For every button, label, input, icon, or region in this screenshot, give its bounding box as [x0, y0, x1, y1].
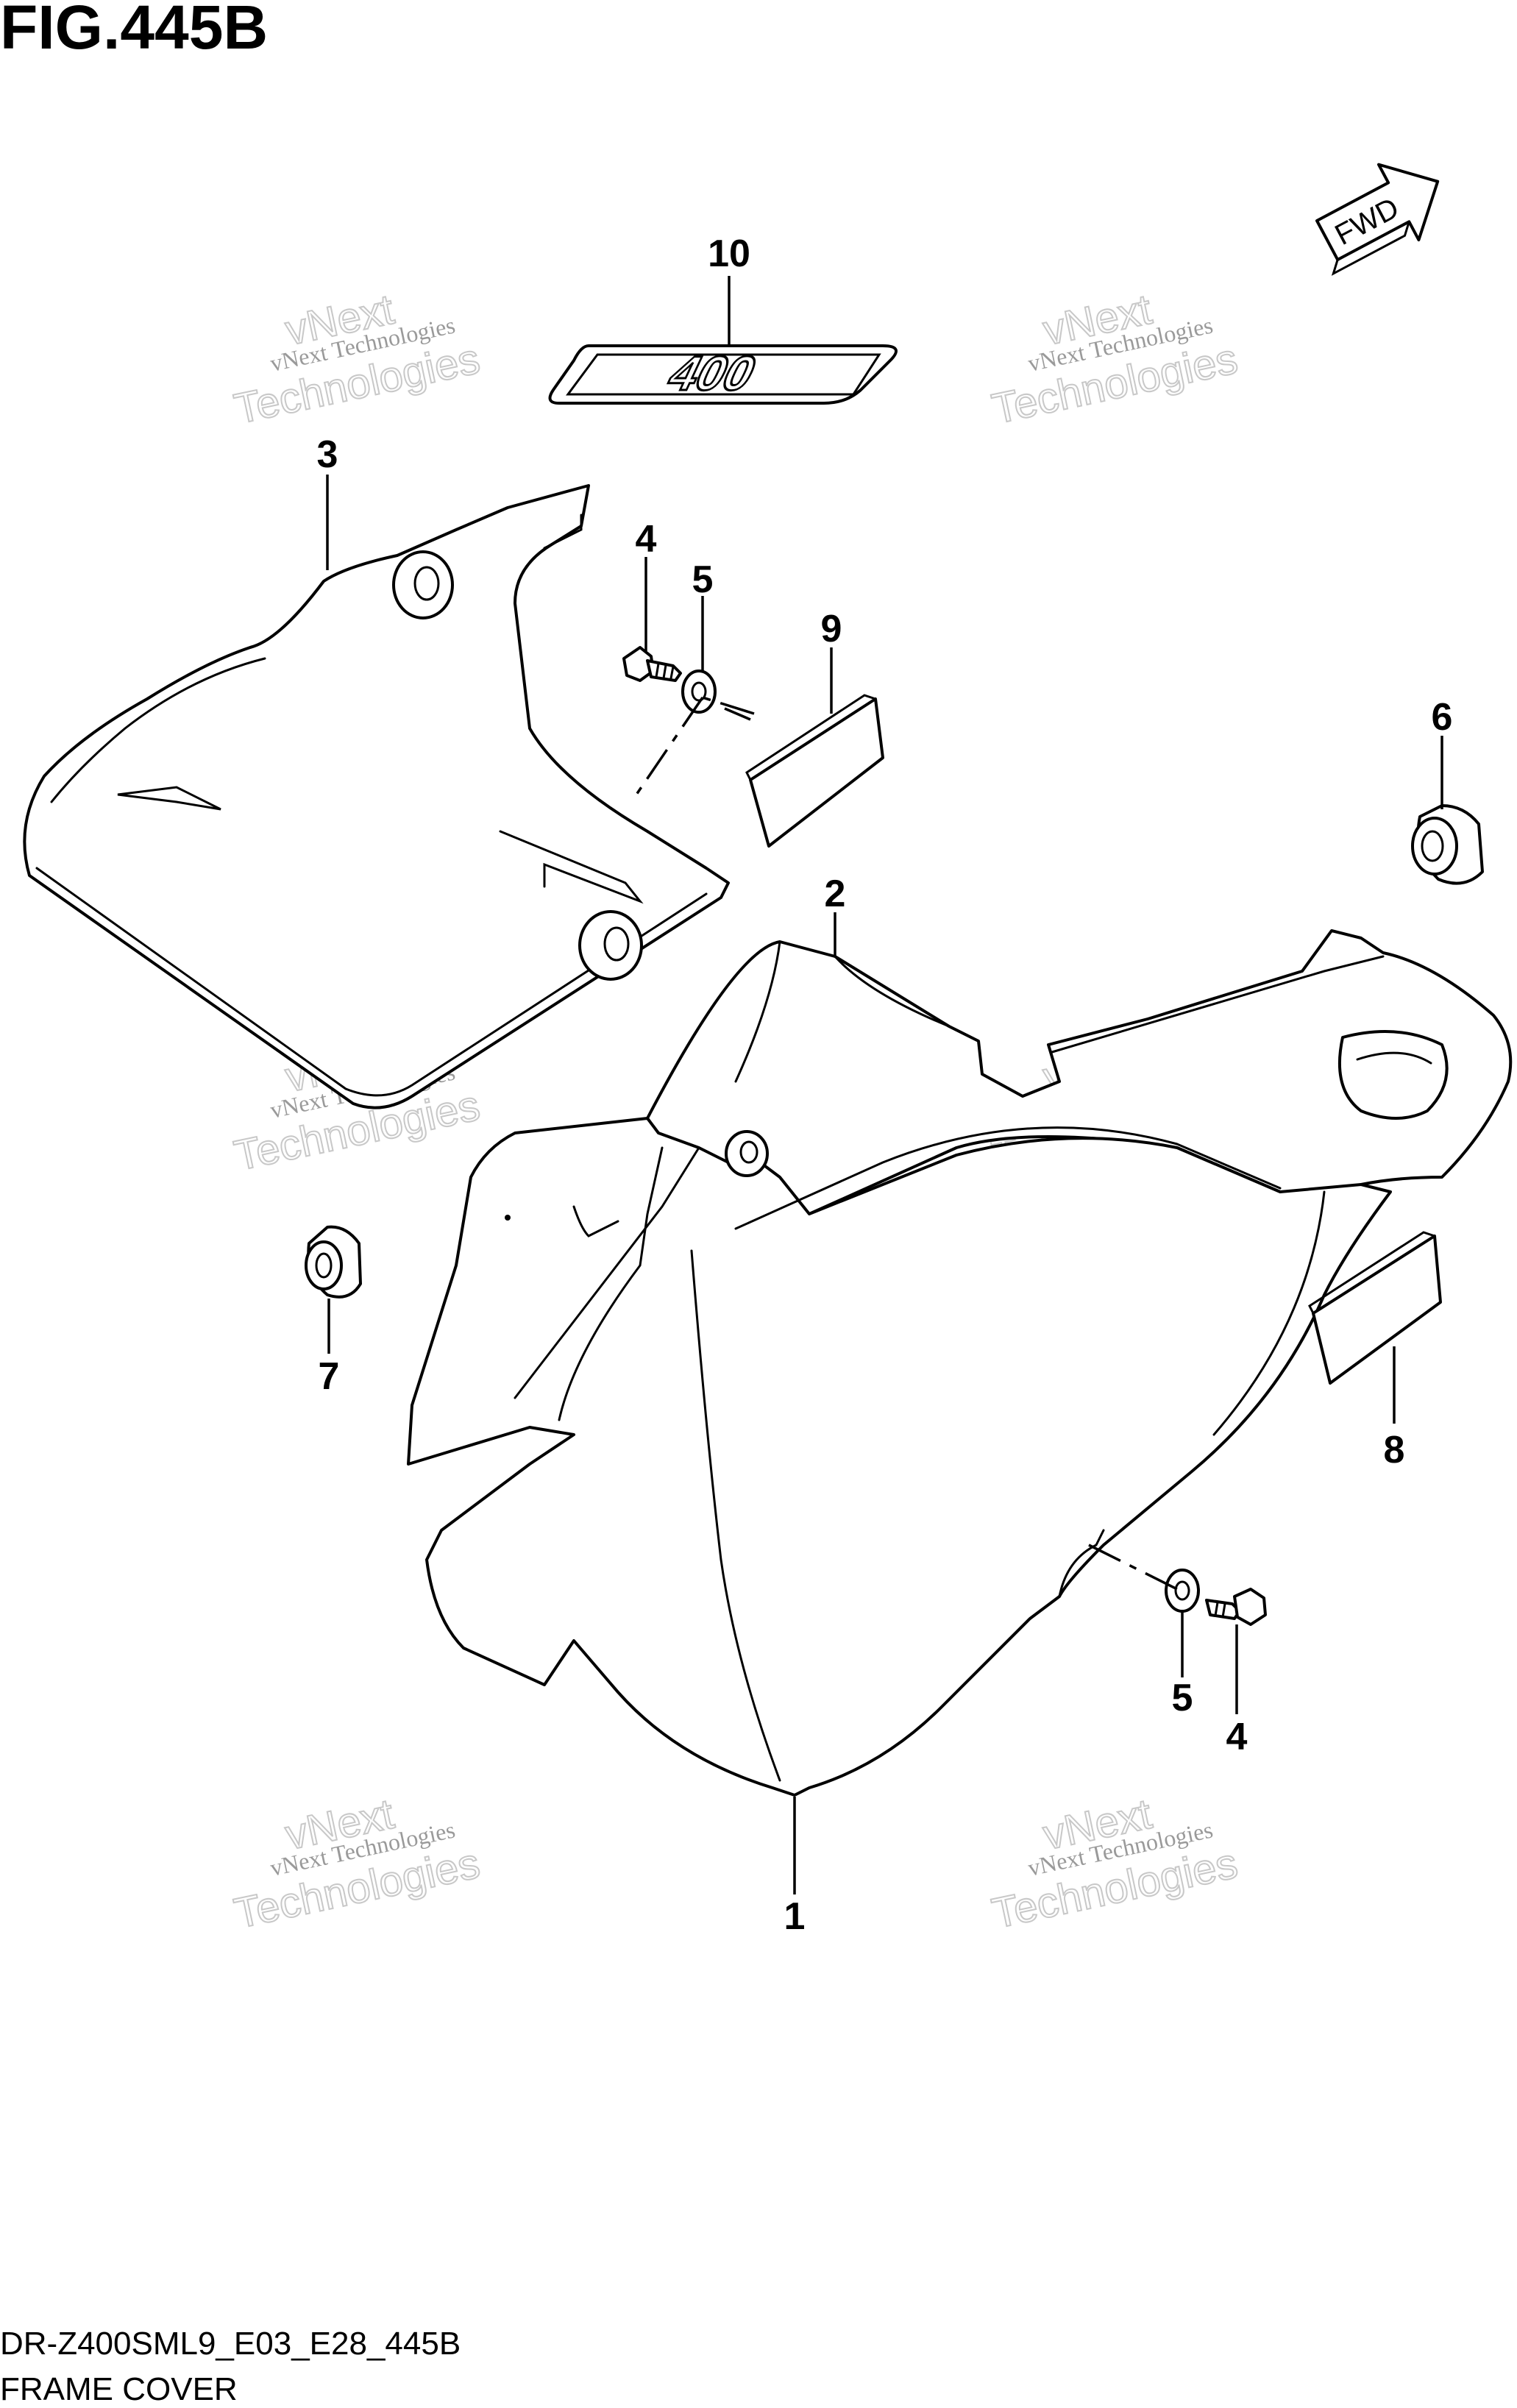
callout-10: 10	[708, 232, 750, 275]
figure-title: FIG.445B	[0, 0, 268, 62]
callout-3: 3	[317, 433, 338, 476]
figure-caption: FRAME COVER	[0, 2371, 238, 2407]
callout-4-upper: 4	[636, 518, 657, 561]
callout-7: 7	[319, 1355, 340, 1398]
sponge-pad-part-9	[1308, 1231, 1442, 1385]
frame-cover-part-3	[23, 484, 730, 1109]
assembly-line-upper	[635, 696, 755, 795]
bolt-part-4-upper	[622, 646, 682, 682]
callout-2: 2	[825, 873, 846, 915]
watermark-bottom-left: vNext Technologies vNext Technologies	[230, 1789, 485, 1939]
watermark-top-right: vNext Technologies vNext Technologies	[987, 285, 1243, 434]
grommet-part-6	[1411, 804, 1484, 885]
assembly-line-lower	[1088, 1544, 1178, 1591]
sponge-pad-part-8	[745, 694, 884, 848]
callout-9: 8	[1384, 1429, 1405, 1471]
callout-1: 1	[784, 1895, 806, 1938]
callout-5-upper: 5	[692, 558, 714, 601]
watermark-bottom-right: vNext Technologies vNext Technologies	[987, 1789, 1243, 1939]
callout-5-lower: 5	[1172, 1677, 1193, 1719]
washer-part-5-lower	[1165, 1569, 1200, 1613]
callout-6: 6	[1432, 696, 1453, 739]
frame-cover-part-1	[407, 1117, 1392, 1797]
mounting-hole	[505, 1215, 511, 1221]
callout-4-lower: 4	[1226, 1716, 1248, 1758]
assembly-line-upper-solid	[724, 707, 751, 721]
watermark-top-left: vNext Technologies vNext Technologies	[230, 285, 485, 434]
fwd-arrow-icon: FWD	[1315, 163, 1440, 276]
grommet-part-7	[305, 1225, 362, 1299]
bolt-part-4-lower	[1205, 1588, 1267, 1626]
callout-8: 9	[821, 608, 842, 650]
emblem-part-10: 400	[548, 344, 898, 405]
washer-part-5-upper	[681, 670, 717, 714]
leader-lines	[326, 276, 1443, 1894]
model-code: DR-Z400SML9_E03_E28_445B	[0, 2326, 461, 2362]
